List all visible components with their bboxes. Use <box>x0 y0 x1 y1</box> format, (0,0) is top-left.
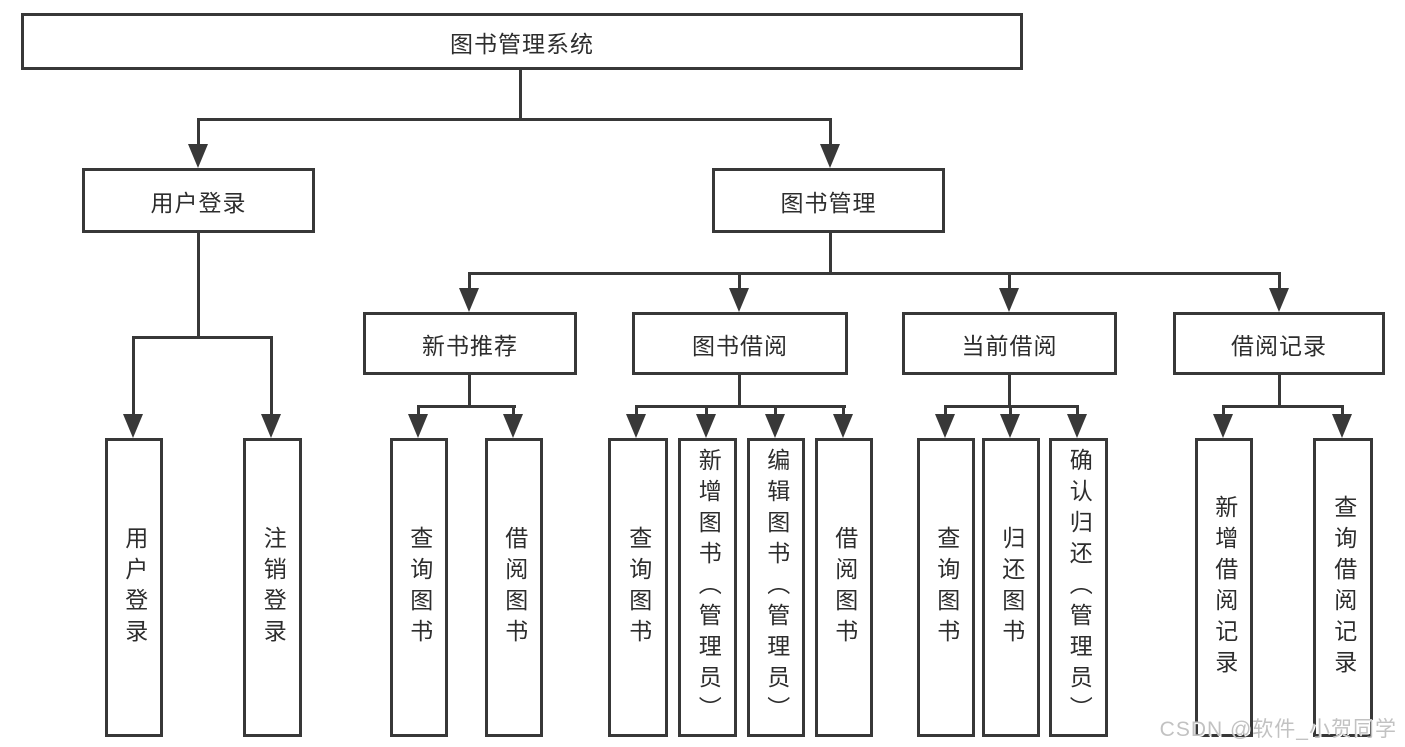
connector-stem-cb-confirm <box>1076 405 1079 417</box>
connector-stem-rec-query <box>417 405 420 417</box>
node-new-book-rec: 新书推荐 <box>363 312 577 375</box>
leaf-bb-add-book-label: 新增图书（管理员） <box>695 448 722 727</box>
arrowhead-bb-query <box>626 414 646 438</box>
connector-book-mgmt-down <box>829 232 832 274</box>
connector-book-borrow-down <box>738 375 741 407</box>
arrowhead-br-query <box>1332 414 1352 438</box>
node-root-label: 图书管理系统 <box>450 30 594 57</box>
leaf-bb-query-book: 查询图书 <box>608 438 668 737</box>
leaf-logout: 注销登录 <box>243 438 302 737</box>
leaf-br-query-record-label: 查询借阅记录 <box>1330 494 1357 681</box>
leaf-rec-borrow-book-label: 借阅图书 <box>501 525 528 650</box>
connector-level3-horizontal <box>468 272 1281 275</box>
leaf-user-login: 用户登录 <box>105 438 163 737</box>
node-book-borrow-label: 图书借阅 <box>692 332 788 359</box>
connector-stem-bb-query <box>635 405 638 417</box>
arrowhead-bb-add <box>696 414 716 438</box>
connector-new-book-rec-down <box>468 375 471 407</box>
connector-stem-borrow-records <box>1278 272 1281 290</box>
connector-borrow-records-down <box>1278 375 1281 407</box>
leaf-bb-borrow-book: 借阅图书 <box>815 438 873 737</box>
leaf-cb-return-book: 归还图书 <box>982 438 1040 737</box>
connector-stem-cb-return <box>1009 405 1012 417</box>
arrowhead-cb-query <box>935 414 955 438</box>
connector-root-down <box>519 69 522 118</box>
leaf-user-login-label: 用户登录 <box>121 525 148 650</box>
leaf-cb-confirm-return: 确认归还（管理员） <box>1049 438 1108 737</box>
connector-stem-rec-borrow <box>512 405 515 417</box>
leaf-bb-add-book: 新增图书（管理员） <box>678 438 737 737</box>
connector-stem-new-book-rec <box>468 272 471 290</box>
arrowhead-borrow-records <box>1269 288 1289 312</box>
node-current-borrow-label: 当前借阅 <box>961 332 1058 359</box>
arrowhead-cb-confirm <box>1067 414 1087 438</box>
node-borrow-records: 借阅记录 <box>1173 312 1385 375</box>
arrowhead-rec-borrow <box>503 414 523 438</box>
arrowhead-user-login <box>188 144 208 168</box>
leaf-rec-query-book: 查询图书 <box>390 438 448 737</box>
leaf-rec-query-book-label: 查询图书 <box>406 525 433 650</box>
arrowhead-book-mgmt <box>820 144 840 168</box>
connector-stem-br-add <box>1222 405 1225 417</box>
connector-new-book-rec-horizontal <box>417 405 516 408</box>
connector-stem-current-borrow <box>1008 272 1011 290</box>
leaf-br-add-record: 新增借阅记录 <box>1195 438 1253 737</box>
arrowhead-leaf-login <box>123 414 143 438</box>
connector-level1-horizontal <box>197 118 832 121</box>
leaf-cb-confirm-return-label: 确认归还（管理员） <box>1066 448 1093 727</box>
connector-stem-leaf-login <box>132 336 135 416</box>
leaf-bb-query-book-label: 查询图书 <box>625 525 652 650</box>
watermark: CSDN @软件_小贺同学 <box>1159 718 1397 741</box>
node-user-login-label: 用户登录 <box>150 189 247 216</box>
leaf-bb-borrow-book-label: 借阅图书 <box>831 525 858 650</box>
connector-stem-book-borrow <box>738 272 741 290</box>
leaf-br-add-record-label: 新增借阅记录 <box>1211 494 1238 681</box>
node-root: 图书管理系统 <box>21 13 1023 70</box>
connector-stem-bb-edit <box>774 405 777 417</box>
leaf-cb-return-book-label: 归还图书 <box>998 525 1025 650</box>
connector-stem-bb-borrow <box>842 405 845 417</box>
arrowhead-cb-return <box>1000 414 1020 438</box>
connector-user-login-horizontal <box>132 336 273 339</box>
arrowhead-book-borrow <box>729 288 749 312</box>
connector-current-borrow-down <box>1008 375 1011 407</box>
arrowhead-bb-edit <box>765 414 785 438</box>
connector-book-borrow-horizontal <box>635 405 846 408</box>
node-book-mgmt-label: 图书管理 <box>780 189 877 216</box>
connector-stem-leaf-logout <box>270 336 273 416</box>
connector-stem-br-query <box>1341 405 1344 417</box>
leaf-bb-edit-book: 编辑图书（管理员） <box>747 438 805 737</box>
connector-stem-book-mgmt <box>829 118 832 150</box>
leaf-br-query-record: 查询借阅记录 <box>1313 438 1373 737</box>
arrowhead-new-book-rec <box>459 288 479 312</box>
node-borrow-records-label: 借阅记录 <box>1231 332 1327 359</box>
node-book-borrow: 图书借阅 <box>632 312 848 375</box>
connector-user-login-down <box>197 232 200 338</box>
arrowhead-bb-borrow <box>833 414 853 438</box>
connector-stem-bb-add <box>705 405 708 417</box>
node-new-book-rec-label: 新书推荐 <box>422 332 518 359</box>
connector-borrow-records-horizontal <box>1222 405 1344 408</box>
connector-stem-cb-query <box>944 405 947 417</box>
node-user-login: 用户登录 <box>82 168 315 233</box>
node-book-mgmt: 图书管理 <box>712 168 945 233</box>
node-current-borrow: 当前借阅 <box>902 312 1117 375</box>
arrowhead-rec-query <box>408 414 428 438</box>
arrowhead-leaf-logout <box>261 414 281 438</box>
leaf-cb-query-book-label: 查询图书 <box>933 525 960 650</box>
leaf-logout-label: 注销登录 <box>260 525 287 650</box>
leaf-rec-borrow-book: 借阅图书 <box>485 438 543 737</box>
leaf-bb-edit-book-label: 编辑图书（管理员） <box>763 448 790 727</box>
connector-stem-user-login <box>197 118 200 150</box>
arrowhead-current-borrow <box>999 288 1019 312</box>
leaf-cb-query-book: 查询图书 <box>917 438 975 737</box>
arrowhead-br-add <box>1213 414 1233 438</box>
